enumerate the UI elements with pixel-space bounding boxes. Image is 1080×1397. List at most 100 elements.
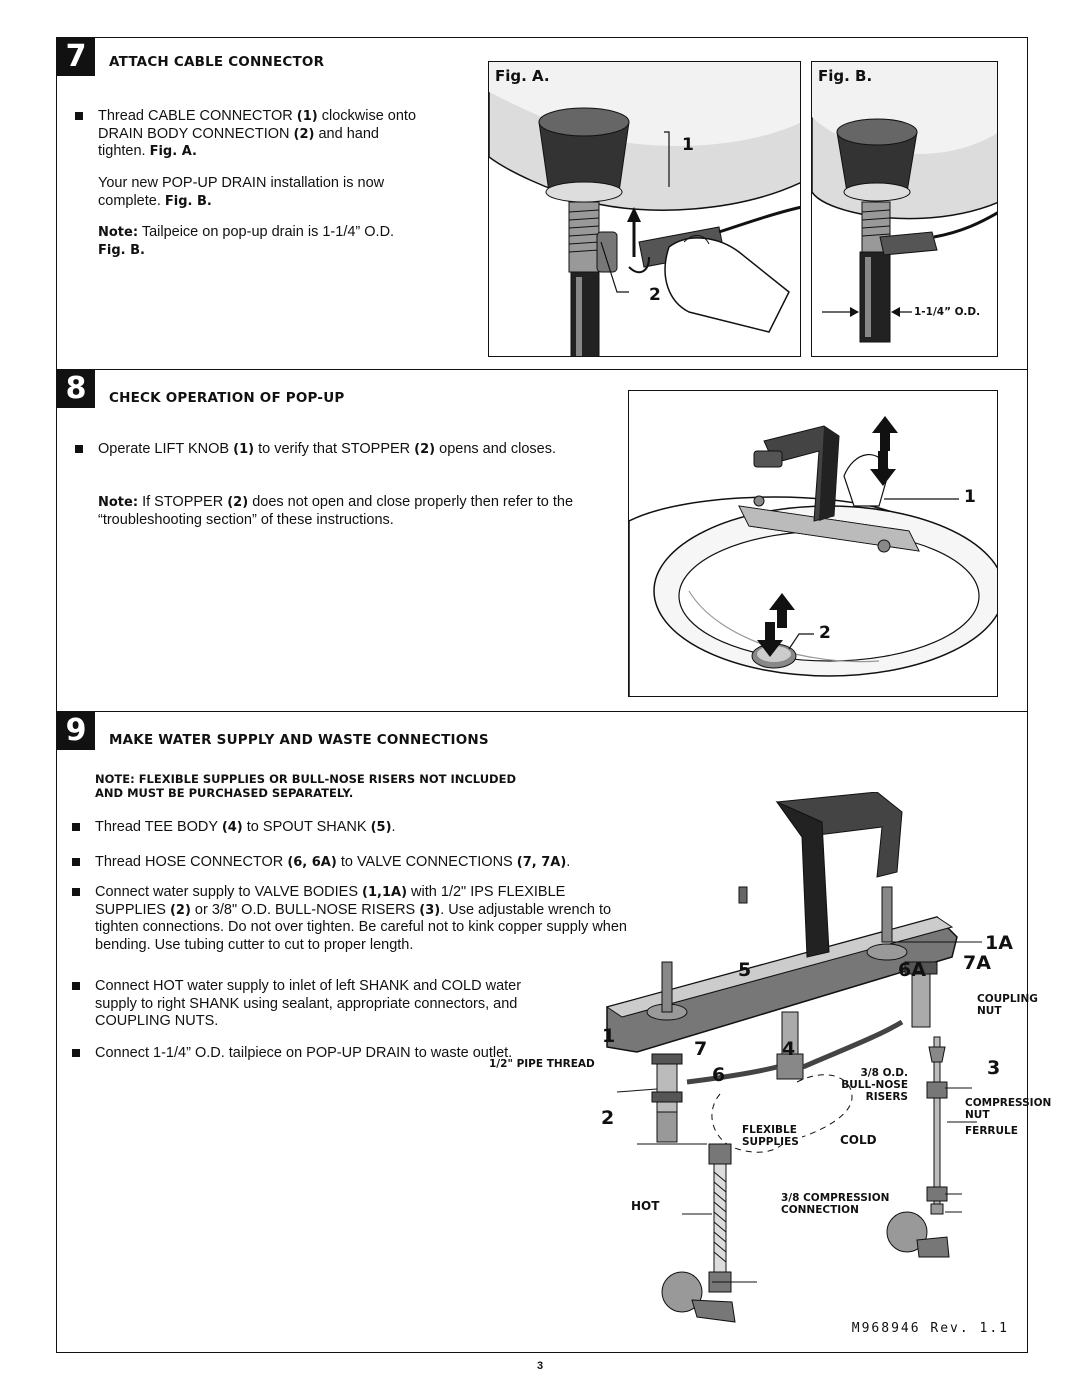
cold-label: COLD xyxy=(840,1133,877,1147)
text: Thread HOSE CONNECTOR xyxy=(95,854,288,870)
callout-1: 1 xyxy=(602,1025,616,1047)
ref: (1) xyxy=(233,442,255,457)
callout-6a: 6A xyxy=(898,959,926,981)
step-7-section: 7 ATTACH CABLE CONNECTOR Thread CABLE CO… xyxy=(57,38,1027,370)
step-7-note: Note: Tailpeice on pop-up drain is 1-1/4… xyxy=(98,224,468,259)
label-line: CONNECTION xyxy=(781,1204,859,1216)
text: or 3/8" O.D. BULL-NOSE RISERS xyxy=(190,901,420,918)
callout-1a: 1A xyxy=(985,932,1013,954)
flexible-supplies-label: FLEXIBLE SUPPLIES xyxy=(742,1124,799,1148)
text: to verify that STOPPER xyxy=(254,441,415,457)
label-line: COUPLING xyxy=(977,993,1038,1005)
figure-a-label: Fig. A. xyxy=(495,67,550,85)
step-9-purchase-note: NOTE: FLEXIBLE SUPPLIES OR BULL-NOSE RIS… xyxy=(95,772,516,800)
ref: (2) xyxy=(414,442,436,457)
text: does not open and close properly then re… xyxy=(98,494,574,528)
text: Your new POP-UP DRAIN installation is no… xyxy=(98,175,385,209)
text: Thread CABLE CONNECTOR xyxy=(98,108,297,124)
label-line: 3/8 O.D. xyxy=(860,1067,909,1079)
figure-popup-check: 1 2 xyxy=(628,390,998,697)
label-line: 3/8 COMPRESSION xyxy=(781,1192,890,1204)
hot-label: HOT xyxy=(631,1199,660,1213)
text: Tailpeice on pop-up drain is 1-1/4” O.D. xyxy=(138,224,395,240)
page-number: 3 xyxy=(536,1360,544,1372)
ref: (1) xyxy=(296,109,318,124)
step-7-heading: ATTACH CABLE CONNECTOR xyxy=(109,54,325,70)
callout-2: 2 xyxy=(601,1107,615,1129)
ref: (5) xyxy=(370,820,392,835)
figure-a: Fig. A. 1 2 xyxy=(488,61,801,357)
note-line: NOTE: FLEXIBLE SUPPLIES OR BULL-NOSE RIS… xyxy=(95,772,516,786)
text: Thread TEE BODY xyxy=(95,819,222,835)
document-revision: M968946 Rev. 1.1 xyxy=(851,1321,1009,1336)
step-9-bullet-supply: Connect water supply to VALVE BODIES (1,… xyxy=(72,884,640,954)
faucet-basin-illustration xyxy=(629,416,997,696)
fig-ref: Fig. A. xyxy=(149,144,197,159)
callout-7a: 7A xyxy=(963,952,991,974)
step-9-number: 9 xyxy=(57,712,95,750)
callout-1: 1 xyxy=(682,135,694,155)
step-8-number: 8 xyxy=(57,370,95,408)
step-9-heading: MAKE WATER SUPPLY AND WASTE CONNECTIONS xyxy=(109,732,489,748)
diameter-label: 1-1/4” O.D. xyxy=(914,306,981,318)
tailpiece-illustration xyxy=(812,62,997,343)
label-line: COMPRESSION xyxy=(965,1097,1052,1109)
faucet-assembly-illustration xyxy=(605,792,982,1323)
callout-2: 2 xyxy=(819,623,831,643)
text: Connect water supply to VALVE BODIES xyxy=(95,884,363,900)
text: opens and closes. xyxy=(435,441,557,457)
ref: (2) xyxy=(227,495,249,510)
ref: (2) xyxy=(293,126,315,142)
note-label: Note: xyxy=(98,225,139,240)
step-9-bullet-hose: Thread HOSE CONNECTOR (6, 6A) to VALVE C… xyxy=(72,854,635,872)
coupling-nut-label: COUPLING NUT xyxy=(977,993,1038,1017)
text: Operate LIFT KNOB xyxy=(98,441,234,457)
step-8-heading: CHECK OPERATION OF POP-UP xyxy=(109,390,345,406)
step-7-instruction: Thread CABLE CONNECTOR (1) clockwise ont… xyxy=(75,108,428,161)
step-7-completion-text: Your new POP-UP DRAIN installation is no… xyxy=(98,175,418,210)
label-line: SUPPLIES xyxy=(742,1136,799,1148)
callout-2: 2 xyxy=(649,285,661,305)
label-line: FLEXIBLE xyxy=(742,1124,797,1136)
fig-ref: Fig. B. xyxy=(98,242,145,258)
compression-connection-label: 3/8 COMPRESSION CONNECTION xyxy=(781,1192,889,1216)
text: with 1/2" IPS FLEXIBLE SUPPLIES xyxy=(95,884,566,918)
note-line: AND MUST BE PURCHASED SEPARATELY. xyxy=(95,786,354,800)
supply-connection-diagram: 1A 7A 6A 5 1 7 4 6 3 2 1/2" PIPE THREAD … xyxy=(457,792,1051,1332)
ref: (2) xyxy=(169,902,191,918)
ref: (7, 7A) xyxy=(516,855,567,870)
callout-3: 3 xyxy=(987,1057,1001,1079)
ref: (4) xyxy=(221,820,243,835)
step-7-number: 7 xyxy=(57,38,95,76)
callout-1: 1 xyxy=(964,487,976,507)
step-9-bullet-hot-cold: Connect HOT water supply to inlet of lef… xyxy=(72,978,555,1031)
fig-ref: Fig. B. xyxy=(164,193,212,209)
text: to VALVE CONNECTIONS xyxy=(336,854,517,870)
label-line: NUT xyxy=(965,1109,990,1121)
text: . xyxy=(391,819,396,835)
text: . Use adjustable wrench to tighten conne… xyxy=(95,901,627,953)
step-8-section: 8 CHECK OPERATION OF POP-UP Operate LIFT… xyxy=(57,370,1027,712)
step-9-section: 9 MAKE WATER SUPPLY AND WASTE CONNECTION… xyxy=(57,712,1051,1352)
callout-4: 4 xyxy=(782,1038,796,1060)
text: . xyxy=(566,854,571,870)
label-line: NUT xyxy=(977,1005,1002,1017)
figure-b-label: Fig. B. xyxy=(818,67,873,85)
step-8-note: Note: If STOPPER (2) does not open and c… xyxy=(98,494,608,529)
callout-7: 7 xyxy=(694,1038,708,1060)
note-label: Note: xyxy=(98,495,139,510)
ref: (1,1A) xyxy=(362,885,408,900)
callout-6: 6 xyxy=(712,1064,726,1086)
text: clockwise onto DRAIN BODY CONNECTION xyxy=(98,108,417,142)
label-line: BULL-NOSE xyxy=(841,1079,908,1091)
ref: (3) xyxy=(419,902,441,918)
pipe-thread-label: 1/2" PIPE THREAD xyxy=(489,1058,595,1070)
step-8-instruction: Operate LIFT KNOB (1) to verify that STO… xyxy=(75,441,578,459)
ref: (6, 6A) xyxy=(287,855,337,870)
compression-nut-label: COMPRESSION NUT xyxy=(965,1097,1051,1121)
step-9-bullet-tee: Thread TEE BODY (4) to SPOUT SHANK (5). xyxy=(72,819,635,837)
text: and hand tighten. xyxy=(98,125,379,160)
drain-connector-illustration xyxy=(489,62,800,356)
bull-nose-risers-label: 3/8 O.D. BULL-NOSE RISERS xyxy=(833,1067,908,1103)
instruction-frame: 7 ATTACH CABLE CONNECTOR Thread CABLE CO… xyxy=(56,37,1051,1353)
